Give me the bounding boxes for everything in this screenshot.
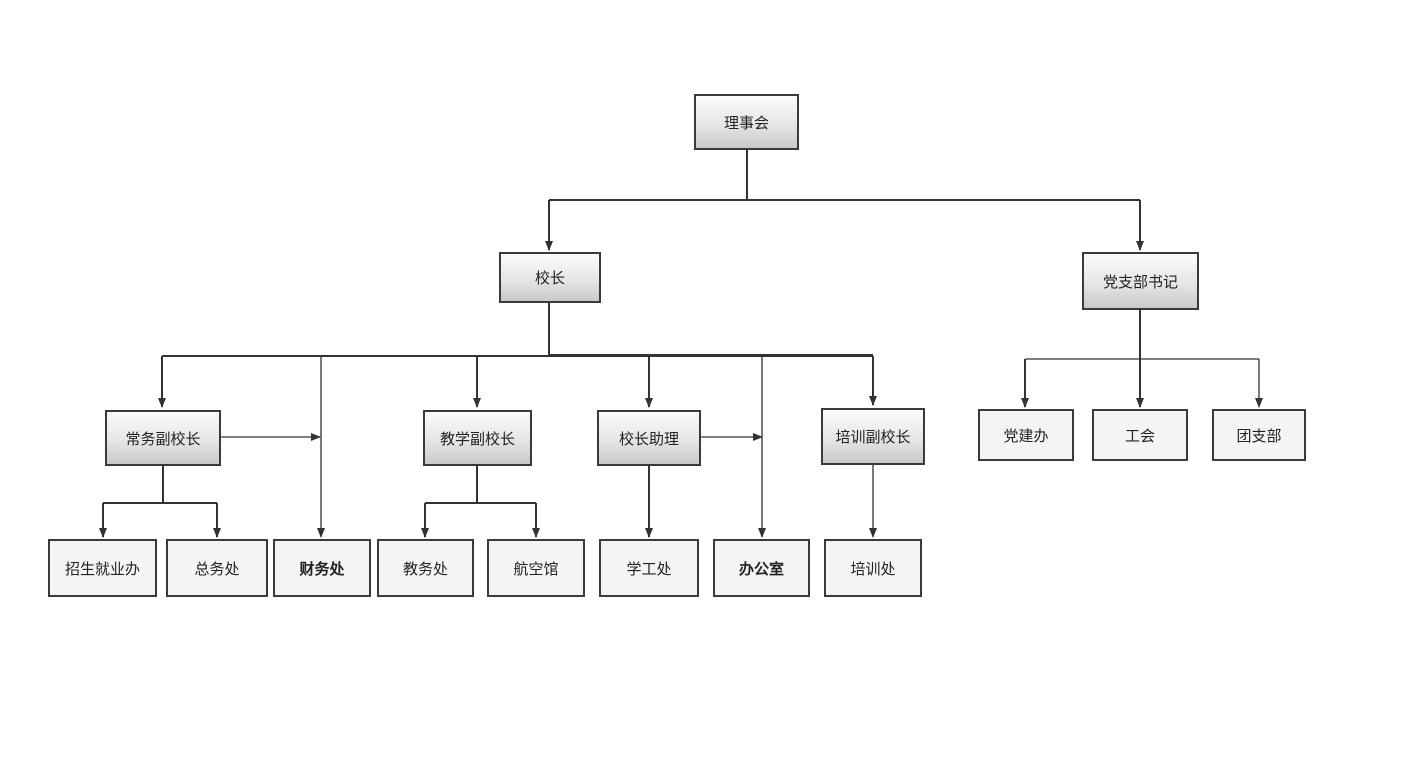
node-union: 工会 [1092,409,1188,461]
node-general-affairs: 总务处 [166,539,268,597]
node-party-secretary: 党支部书记 [1082,252,1199,310]
node-office: 办公室 [713,539,810,597]
node-admissions: 招生就业办 [48,539,157,597]
node-training-vp: 培训副校长 [821,408,925,465]
node-finance: 财务处 [273,539,371,597]
node-party-office: 党建办 [978,409,1074,461]
node-assistant: 校长助理 [597,410,701,466]
node-exec-vp: 常务副校长 [105,410,221,466]
node-student-affairs: 学工处 [599,539,699,597]
node-academic-affairs: 教务处 [377,539,474,597]
node-president: 校长 [499,252,601,303]
node-teaching-vp: 教学副校长 [423,410,532,466]
node-board: 理事会 [694,94,799,150]
node-youth-league: 团支部 [1212,409,1306,461]
node-training-office: 培训处 [824,539,922,597]
node-aviation-hall: 航空馆 [487,539,585,597]
